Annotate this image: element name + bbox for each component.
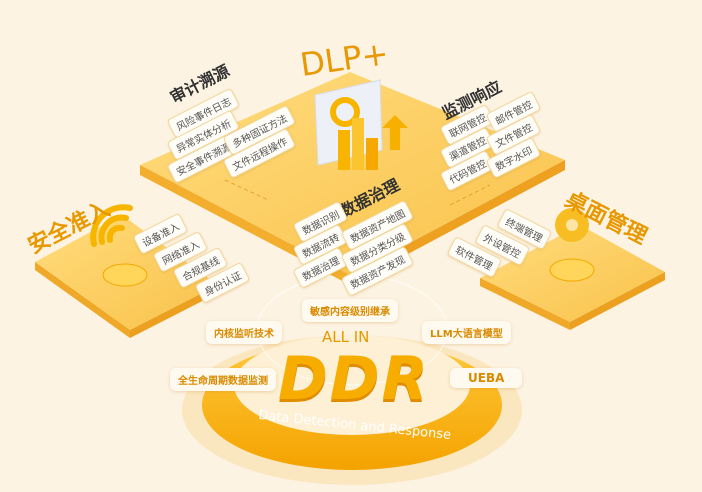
feature-ueba: UEBA [450,368,523,388]
ddr-logo: DDR [278,344,430,414]
arrow-up-icon [382,115,408,150]
all-in-label: ALL IN [322,328,370,346]
dashed-connector-left [224,179,269,201]
feature-sensitive-inheritance: 敏感内容级别继承 [302,299,398,322]
feature-lifecycle-monitoring: 全生命周期数据监测 [170,368,276,391]
feature-kernel-monitoring: 内核监听技术 [206,321,282,344]
gear-icon [555,208,589,242]
desktop-device-icon [549,258,595,282]
access-device-icon [102,263,148,287]
chart-donut-icon [330,97,360,127]
bar-chart-icon [338,130,350,170]
feature-llm: LLM大语言模型 [422,321,511,344]
wifi-icon [90,204,133,247]
dashed-connector-right [449,184,491,206]
